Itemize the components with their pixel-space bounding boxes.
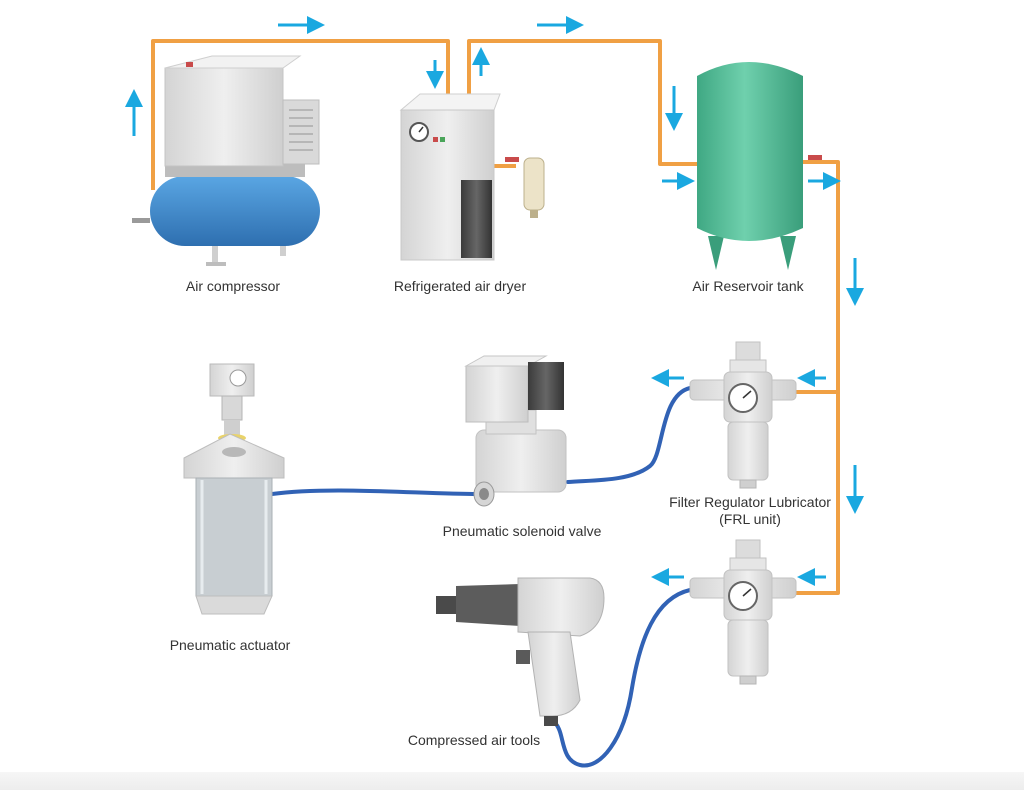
frl-unit-upper (689, 341, 797, 489)
frl-unit-lower (689, 539, 797, 685)
pipe-reservoir-to-frl (796, 160, 840, 595)
label-air-compressor: Air compressor (186, 278, 280, 294)
label-frl-line2: (FRL unit) (719, 511, 781, 527)
label-reservoir-tank: Air Reservoir tank (692, 278, 804, 294)
label-frl-line1: Filter Regulator Lubricator (669, 494, 831, 510)
pneumatic-solenoid-valve (464, 355, 567, 507)
label-air-tools: Compressed air tools (408, 732, 540, 748)
compressed-air-tool (436, 577, 605, 726)
hose-frl-to-tool (554, 588, 692, 768)
air-hoses (270, 386, 692, 768)
pipe-compressor-to-dryer (151, 39, 450, 190)
label-air-dryer: Refrigerated air dryer (394, 278, 527, 294)
hose-solenoid-to-actuator (270, 488, 480, 496)
air-pipes (151, 39, 840, 595)
pneumatic-actuator (183, 363, 285, 615)
valve-handle-icon (808, 155, 822, 160)
refrigerated-air-dryer (399, 93, 545, 261)
valve-handle-icon (505, 157, 519, 162)
label-solenoid-valve: Pneumatic solenoid valve (443, 523, 602, 539)
compressor-tank (150, 176, 320, 246)
flow-arrows (125, 16, 864, 586)
label-actuator: Pneumatic actuator (170, 637, 291, 653)
component-labels: Air compressor Refrigerated air dryer Ai… (170, 278, 832, 748)
air-reservoir-tank (697, 62, 822, 270)
bottom-bar (0, 772, 1024, 790)
pipe-dryer-to-reservoir (467, 39, 698, 166)
hose-frl-to-solenoid (566, 386, 692, 484)
air-compressor (132, 55, 320, 266)
